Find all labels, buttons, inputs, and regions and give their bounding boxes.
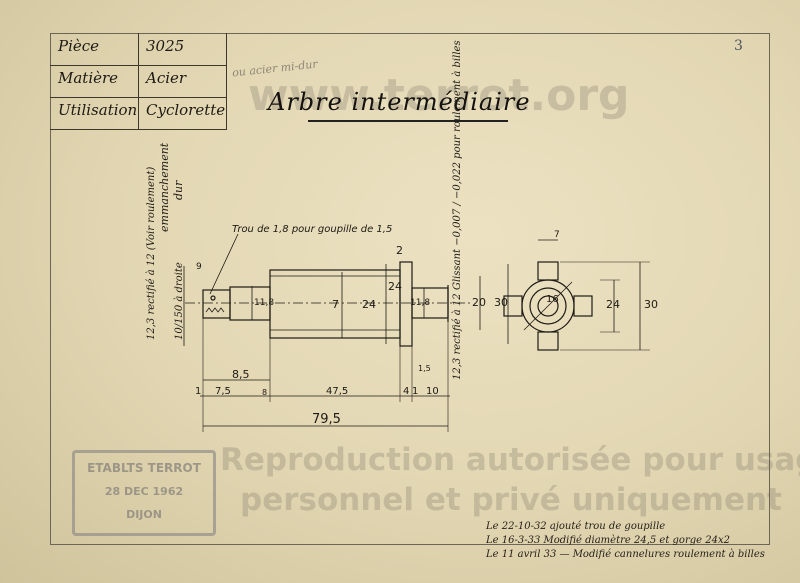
emmanchement-note: emmanchement: [158, 142, 171, 232]
thread-hatch: [205, 307, 225, 313]
dim-24c: 24: [606, 298, 620, 311]
pin-note: Trou de 1,8 pour goupille de 1,5: [232, 224, 393, 235]
title-block-row-utilisation: Utilisation Cyclorette: [50, 97, 226, 129]
end-view-diameter: [523, 281, 573, 331]
end-view-inner: [537, 295, 559, 317]
pin-leader: [209, 233, 239, 295]
utilisation-label: Utilisation: [58, 101, 138, 119]
terrot-stamp: ETABLTS TERROT 28 DEC 1962 DIJON: [72, 450, 216, 536]
title-block-divider: [138, 33, 139, 129]
pin-hole: [210, 295, 216, 301]
emmanchement-note-2: dur: [172, 180, 185, 200]
end-view-mid: [529, 287, 567, 325]
watermark-line-1: Reproduction autorisée pour usage: [220, 442, 800, 478]
revision-note: Le 22-10-32 ajouté trou de goupille: [486, 521, 666, 532]
dim-1: 1: [195, 386, 202, 397]
dim-1b: 1: [412, 386, 419, 397]
dim-11-8a: 11,8: [254, 298, 275, 308]
left-bore-note: 10/150 à droite: [174, 262, 185, 340]
dim-7b: 7: [554, 230, 560, 240]
dim-4: 4: [403, 386, 410, 397]
matiere-label: Matière: [58, 69, 119, 87]
utilisation-value: Cyclorette: [146, 101, 226, 119]
dim-11-8b: 11,8: [410, 298, 431, 308]
stamp-line-1: ETABLTS TERROT: [87, 461, 201, 475]
stamp-line-3: DIJON: [126, 508, 162, 521]
watermark-site: www.terrot.org: [248, 70, 630, 121]
title-block-row-piece: Pièce 3025: [50, 33, 226, 66]
title-block: Pièce 3025 Matière Acier Utilisation Cyc…: [50, 33, 227, 130]
matiere-value: Acier: [146, 69, 187, 87]
dim-30b: 30: [644, 298, 658, 311]
revision-notes: Le 22-10-32 ajouté trou de goupille Le 1…: [486, 520, 765, 562]
dim-24a: 24: [362, 298, 376, 311]
revision-note: Le 11 avril 33 — Modifié cannelures roul…: [486, 549, 765, 560]
corner-mark: 3: [734, 38, 743, 54]
dim-9: 9: [196, 262, 202, 272]
stamp-line-2: 28 DEC 1962: [104, 485, 184, 498]
left-tolerance-note: 12,3 rectifié à 12 (Voir roulement): [146, 166, 157, 340]
end-view-lug-bottom: [537, 331, 559, 351]
end-view-lug-top: [537, 261, 559, 281]
dim-79-5: 79,5: [312, 412, 341, 427]
revision-note: Le 16-3-33 Modifié diamètre 24,5 et gorg…: [486, 535, 730, 546]
dim-30a: 30: [494, 296, 508, 309]
dim-24b: 24: [388, 280, 402, 293]
title-underline: [308, 120, 508, 122]
dim-16: 16: [546, 294, 559, 305]
drawing-title: Arbre intermédiaire: [268, 88, 531, 116]
title-block-row-matiere: Matière Acier: [50, 65, 226, 98]
piece-value: 3025: [146, 37, 185, 55]
dim-7-5: 7,5: [215, 386, 231, 397]
dim-20: 20: [472, 296, 486, 309]
dim-10: 10: [426, 386, 439, 397]
dim-47-5: 47,5: [326, 386, 349, 397]
dim-7: 7: [332, 298, 339, 311]
glissant-note: Glissant −0,007 / −0,022 pour roulement …: [452, 40, 463, 290]
right-tolerance-note: 12,3 rectifié à 12: [452, 293, 463, 380]
end-view-lug-right: [573, 295, 593, 317]
shaft-end-left: [202, 289, 231, 319]
dim-1-5: 1,5: [418, 364, 431, 373]
end-view-lug-left: [503, 295, 523, 317]
dim-2: 2: [396, 244, 403, 257]
drawing-frame: [50, 33, 770, 545]
dim-8: 8: [262, 388, 268, 397]
piece-label: Pièce: [58, 37, 100, 55]
dim-8-5: 8,5: [232, 368, 250, 381]
watermark-line-2: personnel et privé uniquement: [240, 482, 782, 518]
